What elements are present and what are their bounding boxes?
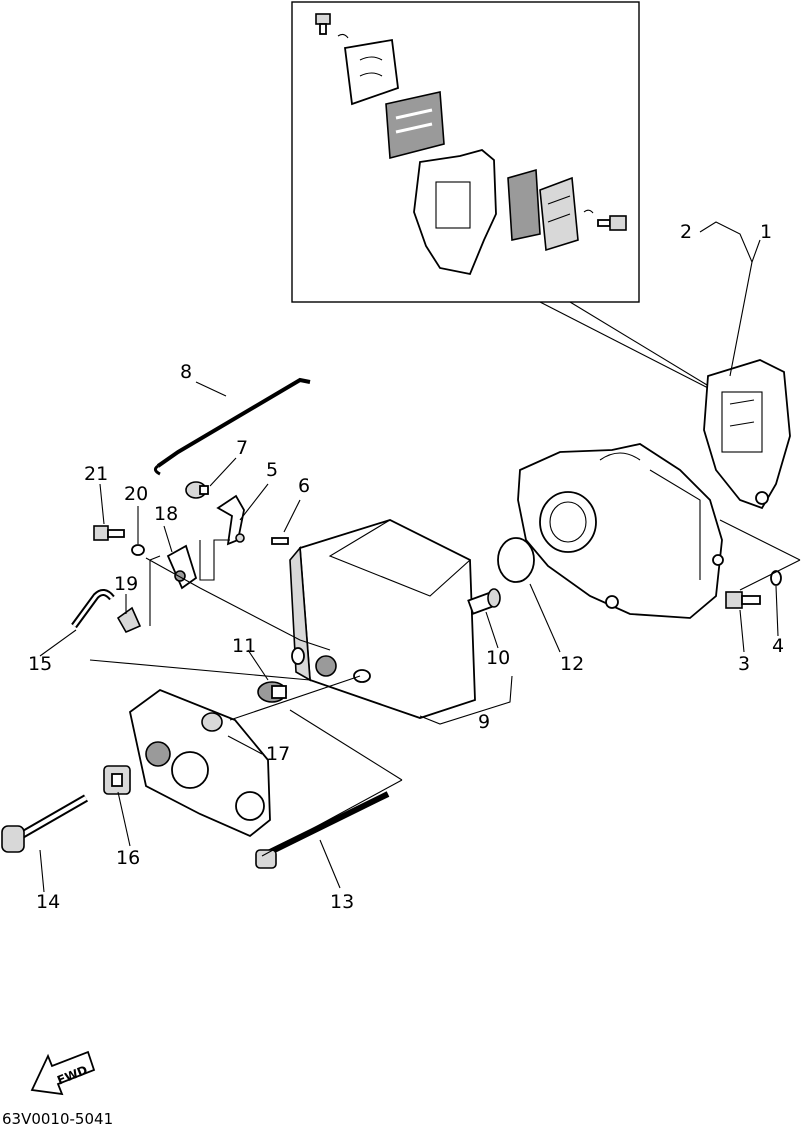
inset-screw-right (583, 209, 627, 231)
callout-4: 4 (772, 635, 784, 657)
bolt-14 (1, 794, 88, 853)
lower-cover (128, 688, 271, 838)
callout-19: 19 (114, 573, 138, 595)
callout-1: 1 (760, 221, 772, 243)
clip-7 (185, 481, 209, 499)
leader-lines (39, 221, 779, 893)
callout-11: 11 (232, 635, 256, 657)
callout-13: 13 (330, 891, 354, 913)
callout-7: 7 (236, 437, 248, 459)
pin-6 (271, 537, 289, 545)
lever-5 (216, 494, 245, 546)
hose (71, 589, 115, 629)
callout-21: 21 (84, 463, 108, 485)
callout-3: 3 (738, 653, 750, 675)
grommet-17 (201, 712, 223, 732)
callout-2: 2 (680, 221, 692, 243)
collar (467, 588, 501, 615)
callout-6: 6 (298, 475, 310, 497)
bracket-18 (166, 544, 198, 590)
screw-21 (93, 525, 125, 541)
reed-valve-assembly (703, 359, 791, 510)
callout-10: 10 (486, 647, 510, 669)
carburetor-body (517, 443, 724, 619)
inset-reed-housing (413, 149, 497, 276)
inset-screw-top (315, 13, 349, 39)
gasket-ring (497, 537, 535, 583)
callout-8: 8 (180, 361, 192, 383)
intake-silencer (289, 519, 476, 719)
fwd-arrow-icon: FWD (30, 1050, 96, 1096)
inset-stopper-plate (344, 38, 399, 106)
callout-12: 12 (560, 653, 584, 675)
link-rod (156, 377, 311, 468)
grommet-16 (103, 765, 131, 795)
callout-5: 5 (266, 459, 278, 481)
inset-reed-plate (385, 91, 445, 160)
plug (257, 681, 287, 703)
washer-4 (770, 570, 782, 586)
inset-reed-right-2 (539, 176, 579, 252)
callout-labels: 1 2 3 4 5 6 7 8 9 10 11 12 13 14 15 16 1… (28, 221, 784, 913)
callout-18: 18 (154, 503, 178, 525)
callout-9: 9 (478, 711, 490, 733)
callout-14: 14 (36, 891, 60, 913)
silencer-port (315, 655, 337, 677)
reed-valve-inset (291, 1, 713, 391)
callout-17: 17 (266, 743, 290, 765)
bolt-13 (255, 791, 390, 869)
washer-20 (131, 544, 145, 556)
callout-15: 15 (28, 653, 52, 675)
callout-16: 16 (116, 847, 140, 869)
bolt-3 (725, 591, 761, 609)
drawing-code: 63V0010-5041 (2, 1110, 113, 1128)
inset-reed-right-1 (507, 168, 541, 241)
callout-20: 20 (124, 483, 148, 505)
clip-19 (116, 606, 142, 634)
